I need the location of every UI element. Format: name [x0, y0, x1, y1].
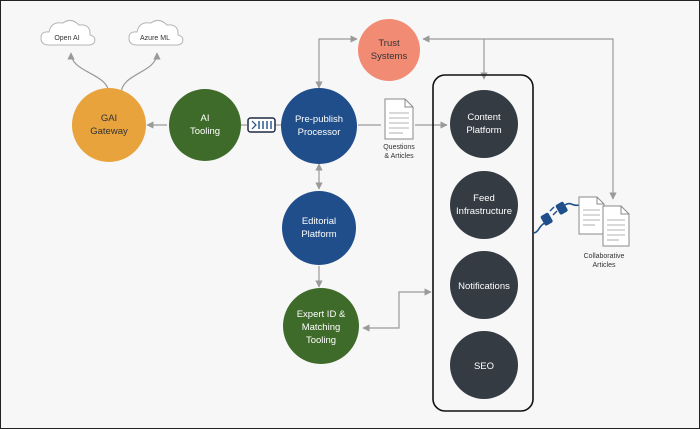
questions-articles-label: & Articles	[384, 153, 414, 160]
questions-articles-label: Questions	[383, 144, 415, 151]
svg-text:Notifications: Notifications	[458, 281, 510, 292]
node-ai-tooling[interactable]: AI Tooling	[169, 89, 241, 161]
node-expert-id-matching-tooling[interactable]: Expert ID & Matching Tooling	[283, 288, 359, 364]
svg-text:Matching: Matching	[302, 322, 341, 333]
cloud-icon: Open AI	[40, 19, 96, 46]
prepublish-trust-connector	[315, 35, 358, 89]
svg-text:SEO: SEO	[474, 361, 494, 372]
content-platforms-group	[432, 74, 534, 412]
expert-content-connector	[362, 288, 432, 332]
svg-text:Pre-publish: Pre-publish	[295, 114, 343, 125]
node-feed-infrastructure[interactable]: Feed Infrastructure	[450, 171, 518, 239]
svg-text:Editorial: Editorial	[302, 216, 336, 227]
document-icon	[384, 98, 414, 140]
node-gai-gateway[interactable]: GAI Gateway	[72, 88, 146, 162]
node-content-platform[interactable]: Content Platform	[450, 90, 518, 158]
collaborative-articles-label: Articles	[593, 262, 616, 269]
svg-text:Processor: Processor	[298, 127, 341, 138]
node-prepublish-processor[interactable]: Pre-publish Processor	[281, 88, 357, 164]
queue-icon	[247, 117, 276, 133]
node-editorial-platform[interactable]: Editorial Platform	[282, 191, 356, 265]
svg-text:Platform: Platform	[466, 125, 501, 136]
svg-text:Content: Content	[467, 112, 501, 123]
trust-collab-connector	[422, 35, 617, 200]
svg-text:Platform: Platform	[301, 229, 336, 240]
node-seo[interactable]: SEO	[450, 331, 518, 399]
document-icon	[602, 205, 630, 247]
svg-text:Systems: Systems	[371, 51, 408, 62]
svg-text:Expert ID &: Expert ID &	[297, 309, 346, 320]
svg-text:Feed: Feed	[473, 193, 495, 204]
svg-text:Tooling: Tooling	[306, 335, 336, 346]
svg-text:AI: AI	[201, 113, 210, 124]
node-trust-systems[interactable]: Trust Systems	[358, 19, 420, 81]
document-icon	[578, 196, 605, 235]
cloud-azure-label: Azure ML	[140, 35, 170, 42]
svg-text:Trust: Trust	[378, 38, 400, 49]
node-notifications[interactable]: Notifications	[450, 251, 518, 319]
svg-text:Gateway: Gateway	[90, 126, 128, 137]
cloud-openai-label: Open AI	[54, 35, 79, 42]
cloud-icon: Azure ML	[128, 19, 184, 46]
svg-text:Tooling: Tooling	[190, 126, 220, 137]
gateway-to-openai-connector	[67, 52, 110, 95]
collaborative-articles-label: Collaborative	[584, 253, 625, 260]
svg-text:Infrastructure: Infrastructure	[456, 206, 512, 217]
gateway-to-azure-connector	[120, 52, 161, 95]
plug-icon	[532, 201, 580, 234]
svg-text:GAI: GAI	[101, 113, 117, 124]
